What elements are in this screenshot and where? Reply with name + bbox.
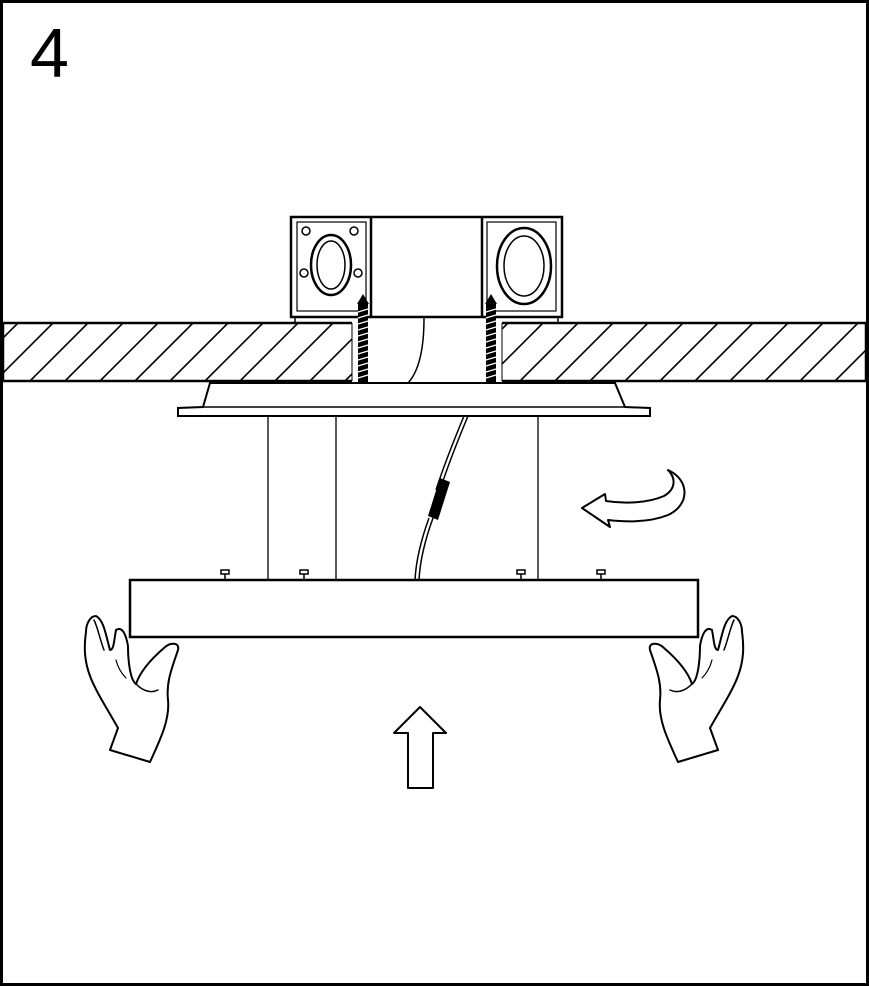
screw-thread (357, 362, 369, 367)
step-number: 4 (30, 14, 69, 92)
screw-thread (485, 338, 497, 343)
screw-thread (485, 350, 497, 355)
screw-thread (357, 368, 369, 373)
hatch-line (239, 323, 299, 381)
hatch-line (99, 323, 159, 381)
screw-thread (485, 332, 497, 337)
hatch-line (3, 323, 19, 340)
rotate-arrow-icon (581, 469, 686, 528)
light-fixture-icon (128, 569, 700, 639)
screw-thread (357, 332, 369, 337)
screw-thread (357, 308, 369, 313)
hatch-line (29, 323, 89, 381)
screw-thread (485, 314, 497, 319)
ceiling-opening (352, 321, 502, 383)
supply-wire (407, 317, 425, 384)
hatch-line (204, 323, 264, 381)
screw-thread (485, 356, 497, 361)
screw-icon (357, 294, 369, 386)
screw-thread (485, 368, 497, 373)
screw-thread (357, 326, 369, 331)
hatch-line (659, 323, 719, 381)
hatch-line (589, 323, 649, 381)
screw-thread (357, 314, 369, 319)
screw-thread (485, 308, 497, 313)
hatch-line (134, 323, 194, 381)
wire-connector-icon (414, 415, 469, 581)
screw-thread (357, 338, 369, 343)
hatch-line (3, 323, 54, 375)
screw-thread (357, 350, 369, 355)
right-hand-icon (648, 615, 745, 763)
screw-thread (485, 326, 497, 331)
screw-thread (357, 320, 369, 325)
screw-thread (485, 320, 497, 325)
hatch-line (554, 323, 614, 381)
up-arrow-icon (393, 706, 447, 789)
suspension-cables (267, 416, 539, 580)
screw-thread (485, 344, 497, 349)
hatch-line (624, 323, 684, 381)
screw-thread (357, 374, 369, 379)
hatch-line (519, 323, 579, 381)
screw-thread (357, 344, 369, 349)
hatch-line (274, 323, 334, 381)
hatch-line (694, 323, 754, 381)
hatch-line (834, 348, 866, 381)
screw-thread (357, 356, 369, 361)
junction-box-icon (289, 215, 564, 322)
screw-thread (485, 362, 497, 367)
screw-icon (485, 294, 497, 386)
hatch-line (764, 323, 824, 381)
mounting-plate-icon (177, 382, 651, 417)
hatch-line (799, 323, 859, 381)
hatch-line (169, 323, 229, 381)
screw-thread (485, 374, 497, 379)
left-hand-icon (83, 615, 180, 763)
hatch-line (729, 323, 789, 381)
hatch-line (64, 323, 124, 381)
